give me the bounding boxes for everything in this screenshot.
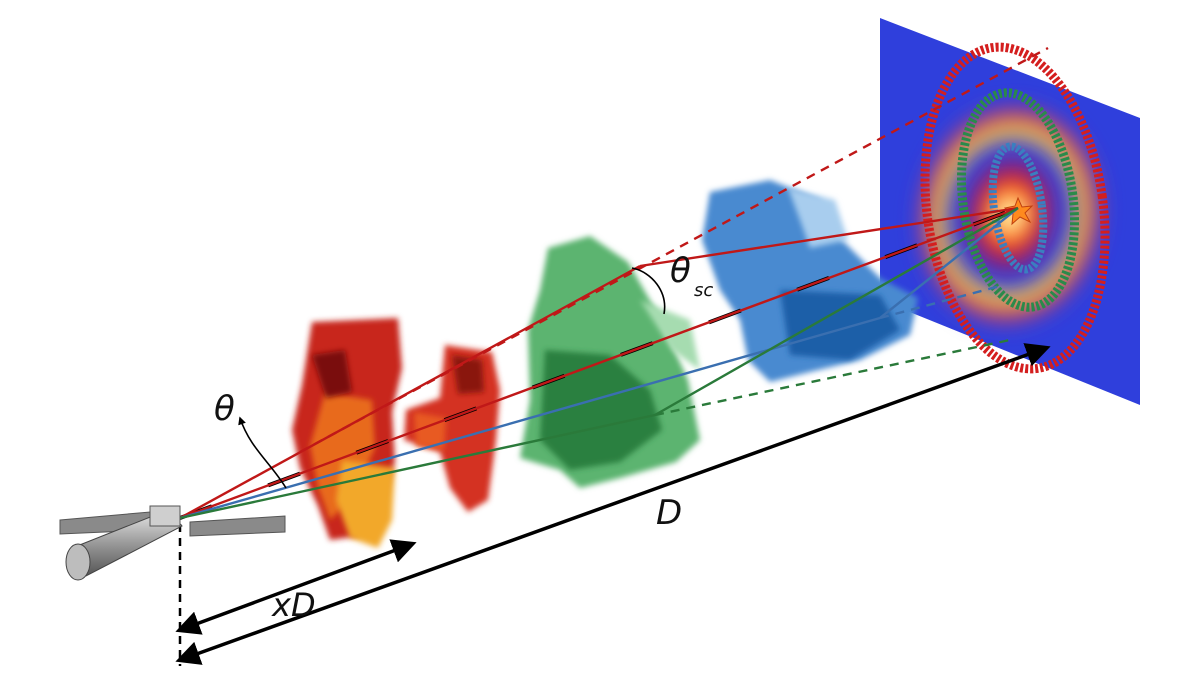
- d-label: D: [656, 493, 682, 533]
- x-ray-source-star-icon: [1003, 196, 1034, 226]
- blue-dashed-projection: [879, 284, 1001, 320]
- red-dashed-projection: [299, 46, 1049, 454]
- theta-angle-arc: [238, 416, 287, 489]
- green-ring: [956, 88, 1080, 312]
- theta-sc-subscript: sc: [694, 280, 713, 301]
- d-distance-arrow: [175, 343, 1051, 665]
- theta-label: θ: [214, 389, 235, 429]
- red-ray-source: [639, 206, 1019, 268]
- blue-ray-source: [879, 207, 1019, 319]
- dust-cloud-blue: [702, 180, 918, 382]
- dust-cloud-red-orange: [292, 318, 402, 548]
- theta-sc-label: θ: [670, 251, 691, 291]
- theta-sc-angle-arc: [631, 267, 666, 315]
- xd-label: xD: [271, 586, 316, 624]
- telescope-satellite-icon: [59, 505, 286, 581]
